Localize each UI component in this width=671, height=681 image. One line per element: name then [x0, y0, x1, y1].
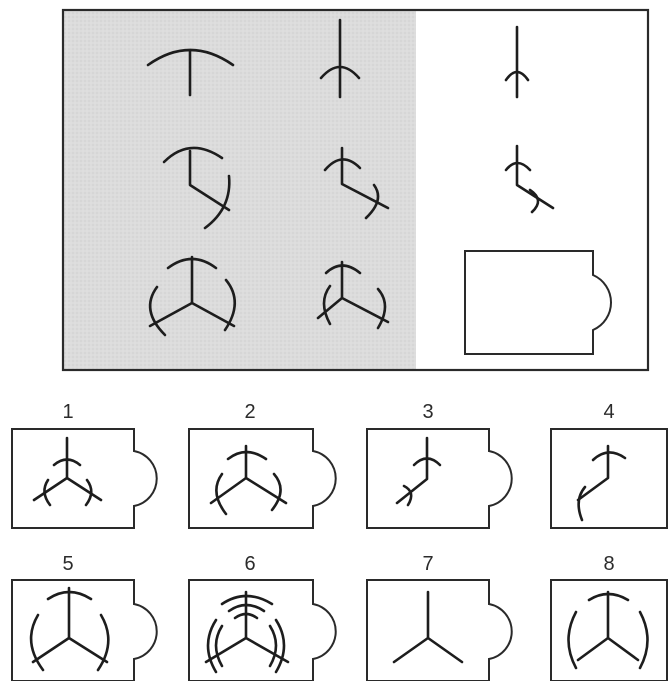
- option-8[interactable]: 8: [551, 553, 667, 681]
- matrix-cell-r3c3-missing: [465, 251, 611, 354]
- option-2-number: 2: [244, 401, 255, 423]
- option-5-number: 5: [62, 553, 73, 575]
- option-3[interactable]: 3: [367, 401, 512, 528]
- answer-options: 1 2 3 4: [12, 401, 667, 681]
- option-8-number: 8: [603, 553, 614, 575]
- option-2[interactable]: 2: [189, 401, 336, 528]
- option-7-number: 7: [422, 553, 433, 575]
- option-1-number: 1: [62, 401, 73, 423]
- option-6[interactable]: 6: [189, 553, 336, 681]
- matrix-panel: [63, 10, 648, 370]
- option-5[interactable]: 5: [12, 553, 157, 681]
- option-7[interactable]: 7: [367, 553, 512, 681]
- option-4-number: 4: [603, 401, 614, 423]
- option-4[interactable]: 4: [551, 401, 667, 528]
- option-3-number: 3: [422, 401, 433, 423]
- matrix-background: [63, 10, 416, 370]
- option-1[interactable]: 1: [12, 401, 157, 528]
- option-6-number: 6: [244, 553, 255, 575]
